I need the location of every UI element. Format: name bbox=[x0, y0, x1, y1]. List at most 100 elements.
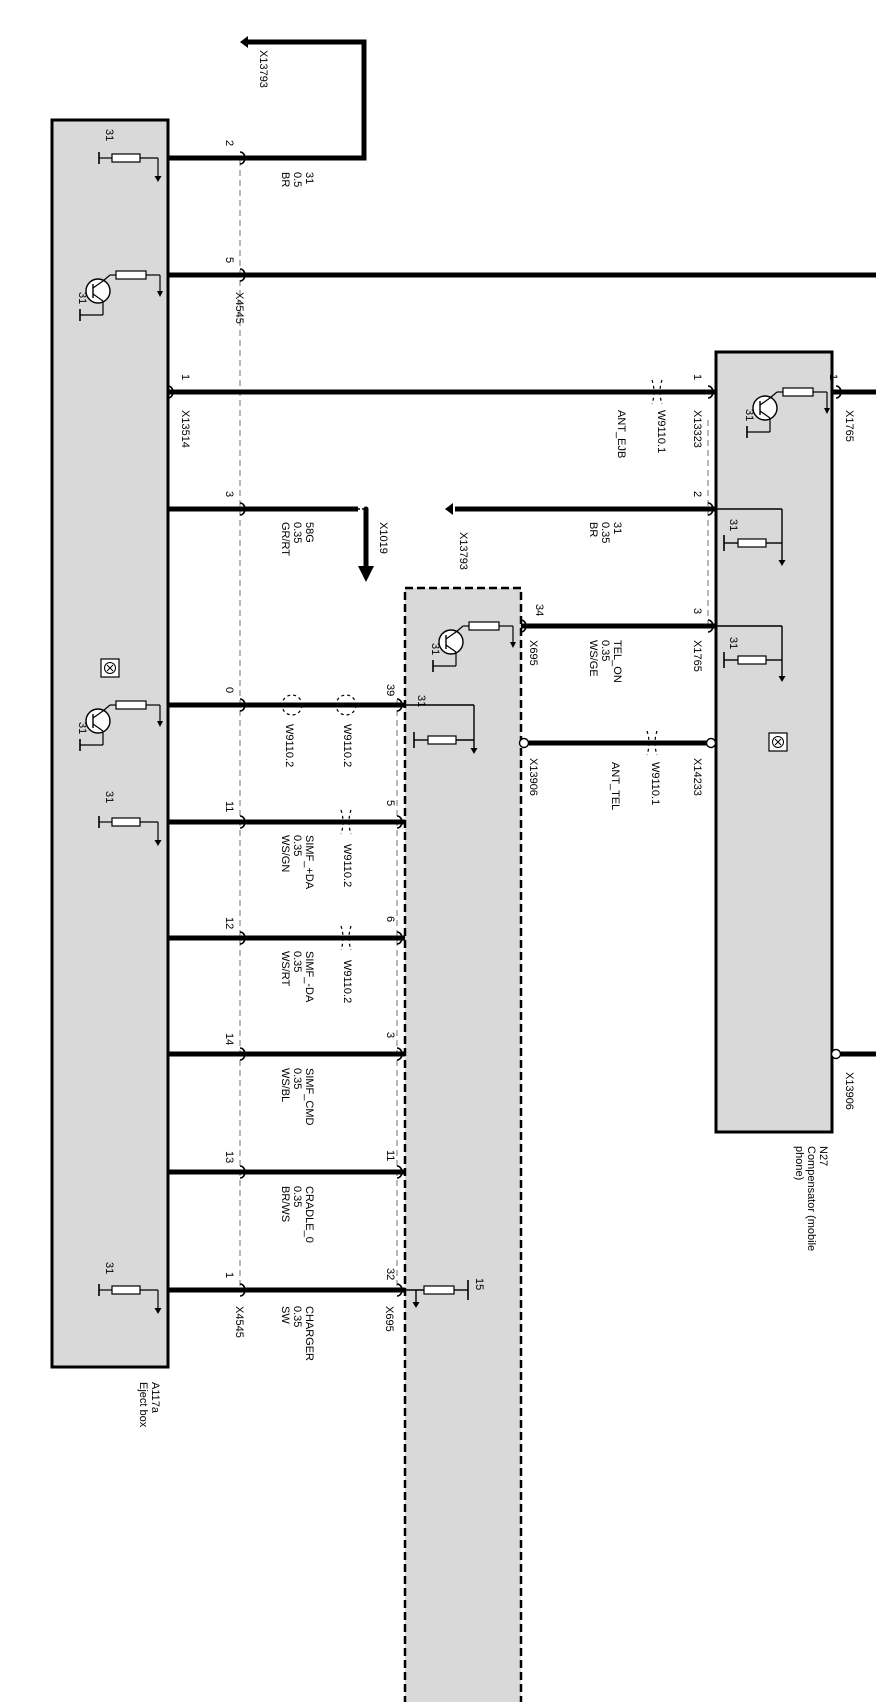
pin-ring-x14233 bbox=[705, 737, 717, 749]
wire-color: WS/BL bbox=[279, 1068, 291, 1102]
connector-label-x4545: X4545 bbox=[233, 1306, 245, 1338]
antenna-marker-ant-tel bbox=[646, 730, 658, 756]
compensator-code: N27 bbox=[817, 1146, 829, 1166]
wire-signal: 31 bbox=[303, 172, 315, 184]
wire-color: WS/GN bbox=[279, 835, 291, 872]
eject-box bbox=[50, 118, 170, 1369]
pin-number: 0 bbox=[223, 687, 235, 693]
pin-number: 1 bbox=[691, 374, 703, 380]
eject-box-caption: A117a Eject box bbox=[137, 1382, 161, 1428]
ground-31-label: 31 bbox=[76, 292, 88, 304]
wire-color: WS/RT bbox=[279, 951, 291, 987]
wire-signal: 58G bbox=[303, 522, 315, 543]
wire-size: 0.35 bbox=[291, 1068, 303, 1089]
ground-31-label: 31 bbox=[103, 791, 115, 803]
wire-label-31-br: 31 0.5 BR bbox=[279, 172, 315, 187]
pin-number: 32 bbox=[384, 1268, 396, 1280]
pin-number: 1 bbox=[179, 374, 191, 380]
wire-size: 0.5 bbox=[291, 172, 303, 187]
antenna-marker-ant-ejb bbox=[651, 379, 663, 405]
wire-label-tel-on: TEL_ON 0.35 WS/GE bbox=[587, 640, 623, 683]
antenna-label-w9110-2: W9110.2 bbox=[341, 844, 353, 887]
connector-x1019-arrow bbox=[358, 566, 374, 582]
wire-signal: SIMF_CMD bbox=[303, 1068, 315, 1126]
eject-box-name: Eject box bbox=[137, 1382, 149, 1428]
compensator-caption: N27 Compensator (mobile phone) bbox=[793, 1146, 829, 1251]
ground-31-label: 31 bbox=[727, 519, 739, 531]
connector-label-x695: X695 bbox=[527, 640, 539, 666]
n27-pin3-ground-resistor-icon bbox=[716, 625, 786, 682]
wire-signal: CHARGER bbox=[303, 1306, 315, 1361]
pin-number: 3 bbox=[223, 491, 235, 497]
connector-label-x13323: X13323 bbox=[691, 410, 703, 448]
pin-number: 14 bbox=[223, 1033, 235, 1045]
wire-size: 0.35 bbox=[599, 640, 611, 661]
connector-x13793-mid-arrow bbox=[445, 503, 453, 515]
transceiver-icon bbox=[100, 658, 120, 678]
ground-31-label: 31 bbox=[429, 643, 441, 655]
pin-number: 12 bbox=[223, 917, 235, 929]
connector-x13793-top-arrow bbox=[240, 36, 248, 48]
eject-box-code: A117a bbox=[149, 1382, 161, 1414]
ground-31-label: 31 bbox=[103, 1262, 115, 1274]
wire-size: 0.35 bbox=[291, 522, 303, 543]
connector-label-x1765: X1765 bbox=[843, 410, 855, 442]
connector-label-x13514: X13514 bbox=[179, 410, 191, 448]
pin-number: 1 bbox=[827, 374, 839, 380]
antenna-label-ant-tel: ANT_TEL bbox=[609, 762, 621, 810]
wire-label-31-br-n27: 31 0.35 BR bbox=[587, 522, 623, 543]
pin-number: 11 bbox=[384, 1150, 396, 1161]
ground-31-label: 31 bbox=[415, 695, 427, 707]
wire-size: 0.35 bbox=[291, 1186, 303, 1207]
connector-label-x695: X695 bbox=[383, 1306, 395, 1332]
pin-number: 5 bbox=[384, 800, 396, 806]
pin-dot-x1019 bbox=[363, 506, 369, 512]
pin-number: 11 bbox=[223, 801, 235, 812]
wire-x13793-top bbox=[168, 39, 367, 161]
transceiver-icon bbox=[768, 732, 788, 752]
pin-ring-x13906-mid bbox=[518, 737, 530, 749]
pin-number: 1 bbox=[223, 1272, 235, 1278]
ground-31-label: 31 bbox=[743, 409, 755, 421]
antenna-marker-w9110-2-b bbox=[340, 809, 352, 835]
ground-31-label: 31 bbox=[103, 129, 115, 141]
wire-signal: SIMF_+DA bbox=[303, 835, 315, 890]
compensator-name-line2: phone) bbox=[793, 1146, 805, 1180]
wire-color: BR/WS bbox=[279, 1186, 291, 1222]
wire-label-charger: CHARGER 0.35 SW bbox=[279, 1306, 315, 1361]
wire-color: BR bbox=[587, 522, 599, 537]
connector-label-x13906: X13906 bbox=[527, 758, 539, 796]
wire-signal: 31 bbox=[611, 522, 623, 534]
connector-label-x1765: X1765 bbox=[691, 640, 703, 672]
wire-signal: CRADLE_0 bbox=[303, 1186, 315, 1243]
wire-size: 0.35 bbox=[291, 835, 303, 856]
cradle-pin39-ground-resistor-icon bbox=[405, 704, 478, 754]
wire-signal: SIMF_-DA bbox=[303, 951, 315, 1003]
pin-number: 5 bbox=[223, 257, 235, 263]
antenna-label-w9110-2: W9110.2 bbox=[341, 960, 353, 1003]
wire-color: WS/GE bbox=[587, 640, 599, 677]
wire-label-58g: 58G 0.35 GR/RT bbox=[279, 522, 315, 556]
connector-label-x13793: X13793 bbox=[257, 50, 269, 88]
wire-color: GR/RT bbox=[279, 522, 291, 556]
pin-number: 13 bbox=[223, 1151, 235, 1163]
pin-number: 2 bbox=[691, 491, 703, 497]
supply-15-label: 15 bbox=[473, 1278, 485, 1290]
wire-size: 0.35 bbox=[599, 522, 611, 543]
wire-label-simf-plus-da: SIMF_+DA 0.35 WS/GN bbox=[279, 835, 315, 890]
compensator-name-line1: Compensator (mobile bbox=[805, 1146, 817, 1251]
wire-color: BR bbox=[279, 172, 291, 187]
pin-number: 3 bbox=[384, 1032, 396, 1038]
antenna-marker-w9110-2-c bbox=[340, 925, 352, 951]
wire-label-simf-minus-da: SIMF_-DA 0.35 WS/RT bbox=[279, 951, 315, 1003]
antenna-label-w9110-1: W9110.1 bbox=[649, 762, 661, 805]
pin-number: 2 bbox=[223, 140, 235, 146]
ground-31-label: 31 bbox=[727, 637, 739, 649]
connector-label-x13906: X13906 bbox=[843, 1072, 855, 1110]
pin-number: 3 bbox=[691, 608, 703, 614]
wire-color: SW bbox=[279, 1306, 291, 1324]
connector-label-x14233: X14233 bbox=[691, 758, 703, 796]
antenna-label-w9110-2: W9110.2 bbox=[283, 724, 295, 767]
wire-label-simf-cmd: SIMF_CMD 0.35 WS/BL bbox=[279, 1068, 315, 1126]
